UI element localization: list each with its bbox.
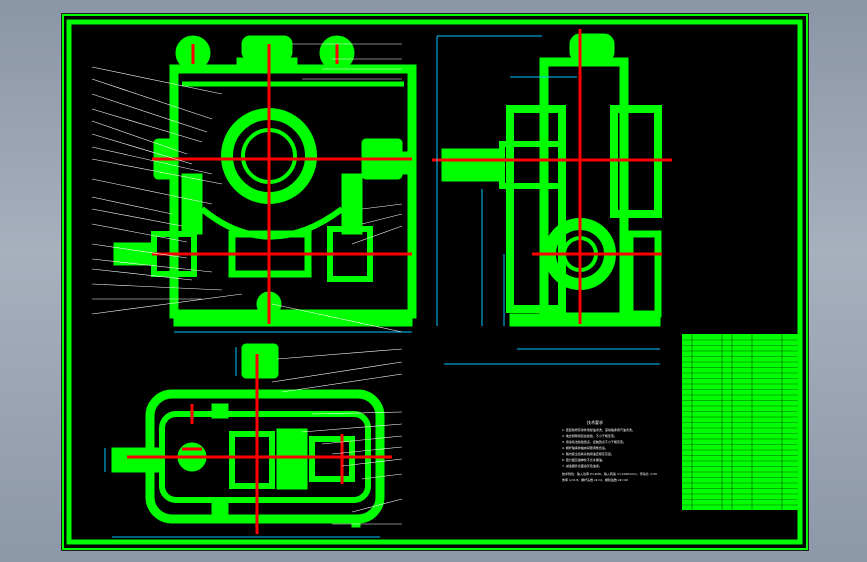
spec-line: 技术特性：输入功率 P=4kW，输入转速 n=1440r/min，传动比 i=2… <box>562 471 657 476</box>
note-line: 4. 蜗杆轴承的轴向间隙调整合适。 <box>562 445 608 450</box>
note-line: 6. 剖分面及轴伸处不允许漏油。 <box>562 457 605 462</box>
inner-frame <box>66 19 803 545</box>
notes-heading: 技术要求 <box>587 419 603 425</box>
note-line: 5. 箱内装全损耗系统用油至规定高度。 <box>562 451 614 456</box>
parts-table <box>682 334 798 510</box>
note-line: 2. 啮合侧隙用铅丝检验，不小于规定值。 <box>562 433 617 438</box>
assembly-drawing: 技术要求 1. 装配前所有零件用煤油清洗，滚动轴承用汽油清洗。 2. 啮合侧隙用… <box>62 14 808 550</box>
leader-lines <box>91 43 403 525</box>
note-line: 7. 减速器外表面涂灰色油漆。 <box>562 463 602 468</box>
spec-line: 效率 η=0.8，蜗杆头数 z1=2，蜗轮齿数 z2=40 <box>562 477 628 482</box>
front-view <box>113 35 417 327</box>
centerlines <box>127 29 672 534</box>
outer-frame <box>62 14 808 550</box>
note-line: 1. 装配前所有零件用煤油清洗，滚动轴承用汽油清洗。 <box>562 427 635 432</box>
technical-notes: 技术要求 1. 装配前所有零件用煤油清洗，滚动轴承用汽油清洗。 2. 啮合侧隙用… <box>562 419 657 482</box>
drawing-sheet: 技术要求 1. 装配前所有零件用煤油清洗，滚动轴承用汽油清洗。 2. 啮合侧隙用… <box>61 13 809 551</box>
dimension-lines <box>104 35 660 538</box>
side-view <box>441 33 662 327</box>
note-line: 3. 用涂色法检验斑点，接触斑点不小于规定值。 <box>562 439 626 444</box>
